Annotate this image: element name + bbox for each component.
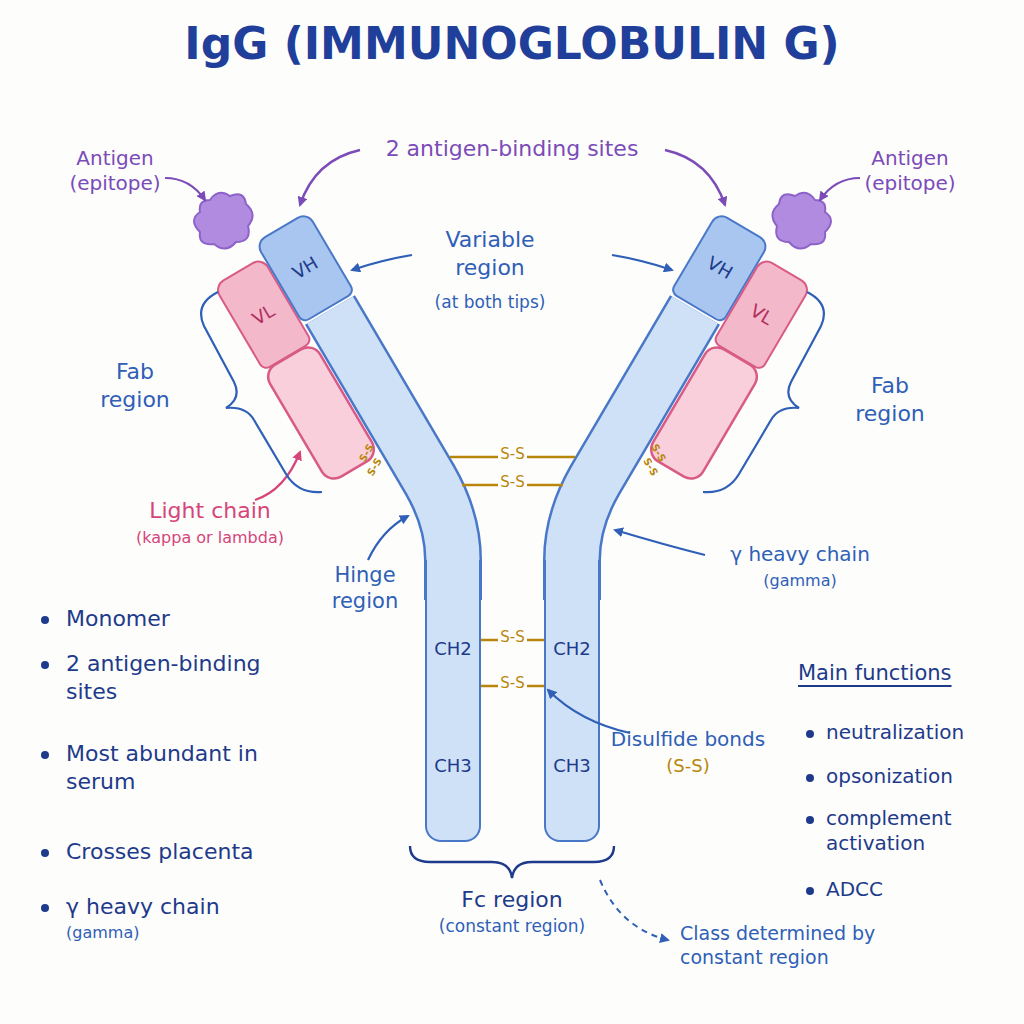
note-text: Class determined by constant region — [680, 922, 900, 970]
domain-label: CH3 — [553, 755, 591, 776]
callout-label: 2 antigen-binding sites — [362, 135, 662, 163]
chain-note: (gamma) — [700, 571, 900, 591]
region-label: Fab region — [840, 372, 940, 427]
bond-label: S-S — [498, 675, 526, 692]
leader-line — [665, 150, 725, 205]
bullet — [806, 816, 814, 824]
fact-item: Monomer — [66, 605, 266, 633]
leader-line — [368, 516, 408, 560]
bond-label: S-S — [498, 629, 526, 646]
bullet — [806, 730, 814, 738]
region-label: Fc region — [412, 886, 612, 914]
list-heading: Main functions — [798, 660, 988, 686]
title: IgG (IMMUNOGLOBULIN G) — [0, 16, 1024, 71]
bullet — [41, 661, 49, 669]
antigen-label: Antigen (epitope) — [55, 146, 175, 196]
chain-note: (kappa or lambda) — [100, 528, 320, 548]
domain-label: VH — [704, 251, 737, 282]
bullet — [41, 751, 49, 759]
domain-label: CH3 — [434, 755, 472, 776]
domain-label: VL — [747, 299, 777, 328]
antigen-blob — [194, 193, 253, 249]
domain-label: CH2 — [553, 638, 591, 659]
callout-note: (S-S) — [588, 755, 788, 778]
bond-label: S-S — [498, 474, 526, 491]
leader-line — [352, 255, 412, 270]
bullet — [41, 904, 49, 912]
fc-heavy-chain: CH2CH3 — [425, 560, 481, 842]
fact-item: Most abundant in serum — [66, 740, 266, 795]
leader-line — [820, 178, 860, 200]
region-note: (constant region) — [392, 916, 632, 937]
chain-label: γ heavy chain — [700, 542, 900, 567]
fact-item: 2 antigen-binding sites — [66, 650, 266, 705]
region-note: (at both tips) — [405, 292, 575, 313]
fact-item: Crosses placenta — [66, 838, 296, 866]
bond-label: S-S — [498, 446, 526, 463]
fc-heavy-chain: CH2CH3 — [544, 560, 600, 842]
bullet — [806, 887, 814, 895]
bullet — [41, 849, 49, 857]
leader-line — [600, 880, 668, 940]
function-item: neutralization — [826, 720, 1016, 745]
light-chain-constant — [646, 342, 762, 483]
fab-bracket — [201, 292, 322, 492]
fact-item: γ heavy chain — [66, 893, 286, 921]
leader-line — [255, 452, 300, 500]
leader-line — [615, 530, 705, 555]
leader-line — [300, 150, 360, 205]
light-chain-constant — [263, 342, 379, 483]
antigen-blob — [772, 193, 831, 249]
domain-label: VH — [289, 251, 322, 282]
function-item: opsonization — [826, 764, 1016, 789]
leader-line — [612, 255, 672, 270]
domain-label: CH2 — [434, 638, 472, 659]
fc-brace — [410, 846, 614, 878]
domain-label: VL — [248, 299, 278, 328]
function-item: ADCC — [826, 877, 986, 902]
antigen-label: Antigen (epitope) — [850, 146, 970, 196]
region-label: Variable region — [415, 226, 565, 281]
bullet — [41, 616, 49, 624]
function-item: complement activation — [826, 806, 986, 856]
bullet — [806, 774, 814, 782]
leader-line — [165, 178, 205, 200]
fact-note: (gamma) — [66, 923, 266, 943]
region-label: Hinge region — [305, 562, 425, 615]
chain-label: Light chain — [120, 497, 300, 525]
fab-bracket — [703, 292, 824, 492]
region-label: Fab region — [85, 358, 185, 413]
callout-label: Disulfide bonds — [588, 727, 788, 752]
